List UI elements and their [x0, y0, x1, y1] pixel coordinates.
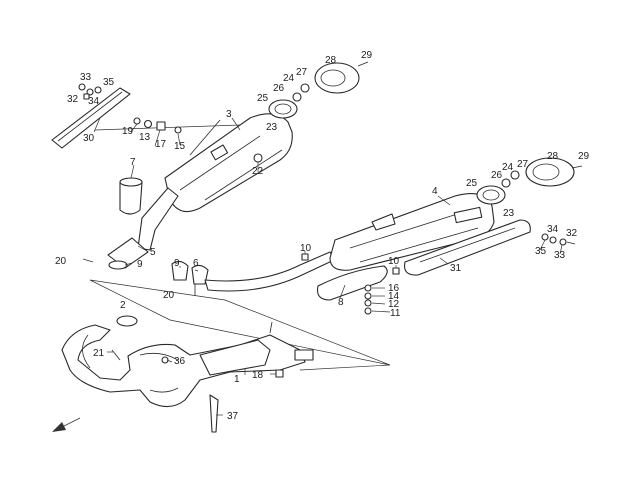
callout-24-right: 24 [502, 162, 514, 173]
callout-28-upper: 28 [325, 55, 337, 66]
callout-29-right: 29 [578, 151, 590, 162]
callout-13: 13 [139, 132, 151, 143]
link-pipe-left [107, 177, 179, 270]
connecting-pipe [204, 251, 335, 292]
callout-1: 1 [234, 374, 240, 385]
callout-3: 3 [226, 109, 232, 120]
callout-4: 4 [432, 186, 438, 197]
washer-22 [253, 153, 263, 163]
callout-12: 12 [388, 299, 400, 310]
heat-shield-8 [316, 265, 388, 301]
callout-10-left: 10 [300, 243, 312, 254]
callout-9-left: 9 [137, 259, 143, 270]
callout-17: 17 [155, 139, 167, 150]
callout-30: 30 [83, 133, 95, 144]
bolt-20 [82, 258, 94, 263]
hardware-right [541, 233, 576, 246]
assembly-guide-lines [89, 124, 391, 371]
callout-21: 21 [93, 348, 105, 359]
callout-9: 9 [174, 258, 180, 269]
callout-16: 16 [388, 283, 400, 294]
exhaust-header [61, 315, 314, 408]
callout-34-left: 34 [88, 96, 100, 107]
callout-23-right: 23 [503, 208, 515, 219]
leader-lines [93, 117, 563, 416]
callout-22: 22 [252, 166, 264, 177]
callout-15: 15 [174, 141, 186, 152]
callout-labels: 1 2 3 4 5 6 7 8 9 9 10 10 11 12 13 14 15… [55, 50, 590, 422]
callout-5: 5 [150, 247, 156, 258]
callout-27-right: 27 [517, 159, 529, 170]
callout-27-upper: 27 [296, 67, 308, 78]
callout-37: 37 [227, 411, 239, 422]
hardware-middle [301, 253, 400, 315]
callout-25-upper: 25 [257, 93, 269, 104]
end-cap-right [476, 157, 583, 205]
callout-10-right: 10 [388, 256, 400, 267]
front-direction-arrow [52, 417, 81, 432]
callout-26-upper: 26 [273, 83, 285, 94]
callout-11: 11 [390, 308, 401, 319]
muffler-left [164, 113, 293, 213]
callout-14: 14 [388, 291, 400, 302]
callout-31: 31 [450, 263, 462, 274]
callout-29-upper: 29 [361, 50, 373, 61]
callout-33-right: 33 [554, 250, 566, 261]
callout-2: 2 [120, 300, 126, 311]
callout-35-right: 35 [535, 246, 547, 257]
callout-20: 20 [163, 290, 175, 301]
callout-6: 6 [193, 258, 199, 269]
end-cap-upper [268, 61, 369, 119]
callout-19: 19 [122, 126, 134, 137]
callout-24-upper: 24 [283, 73, 295, 84]
callout-25-right: 25 [466, 178, 478, 189]
callout-32-right: 32 [566, 228, 578, 239]
heat-shield-left [51, 87, 131, 149]
hardware-clamp-parts [133, 117, 182, 134]
callout-8: 8 [338, 297, 344, 308]
nut-18 [275, 369, 284, 378]
callout-18: 18 [252, 370, 264, 381]
callout-7: 7 [130, 157, 136, 168]
muffler-right [329, 193, 495, 271]
callout-26-right: 26 [491, 170, 503, 181]
callout-33-left: 33 [80, 72, 92, 83]
callout-36: 36 [174, 356, 186, 367]
callout-35-left: 35 [103, 77, 115, 88]
callout-20-left: 20 [55, 256, 67, 267]
hardware-upper-left [78, 83, 102, 100]
callout-32-left: 32 [67, 94, 79, 105]
callout-23-upper: 23 [266, 122, 278, 133]
callout-34-right: 34 [547, 224, 559, 235]
heat-shield-right [403, 219, 531, 276]
callout-28-right: 28 [547, 151, 559, 162]
bracket-37 [209, 394, 219, 433]
